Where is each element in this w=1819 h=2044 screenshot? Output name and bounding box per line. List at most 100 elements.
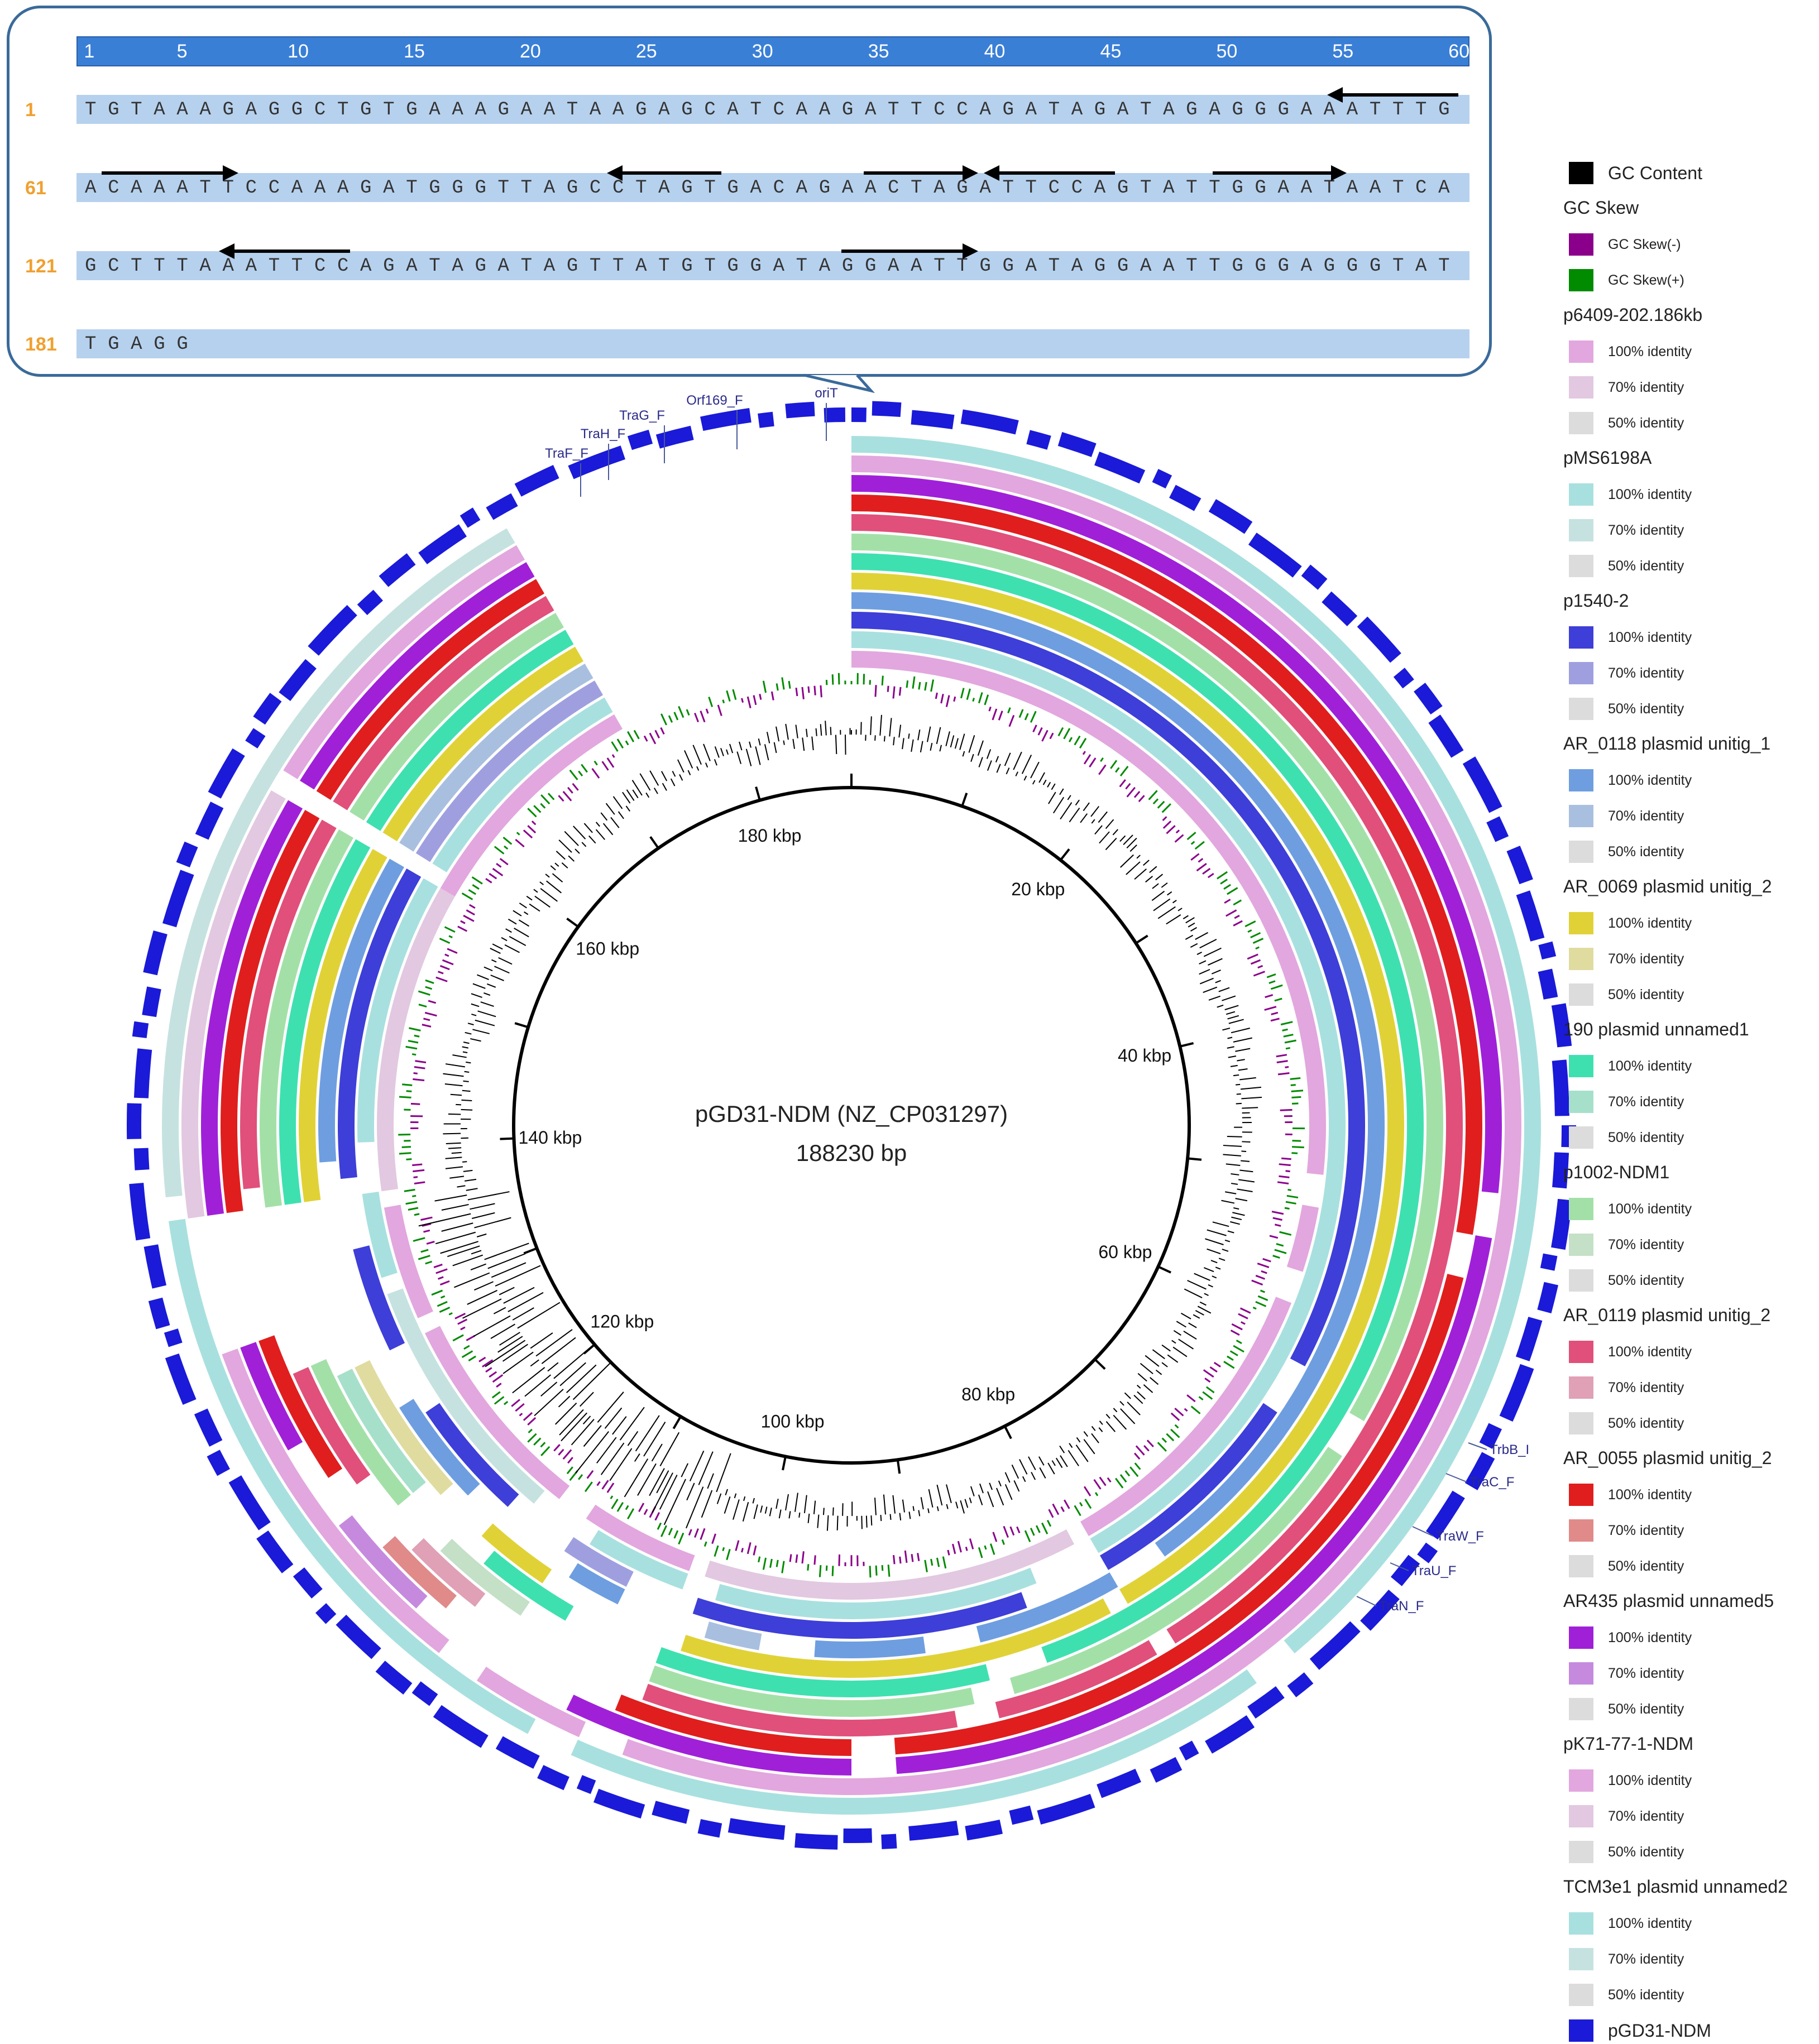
gc-skew-mark (495, 1397, 504, 1404)
gc-content-mark (1146, 876, 1153, 882)
gc-skew-mark (612, 742, 618, 751)
gc-content-mark (583, 1416, 591, 1424)
gc-skew-mark (1187, 1395, 1195, 1402)
gc-skew-mark (1019, 709, 1023, 718)
gc-content-mark (997, 764, 1000, 773)
gc-content-mark (760, 1506, 762, 1513)
gc-skew-mark (493, 869, 503, 876)
gc-content-mark (672, 771, 675, 776)
gc-skew-mark (412, 1054, 416, 1055)
scale-label: 160 kbp (576, 939, 639, 959)
gc-skew-mark (440, 966, 449, 969)
feature-leader-line (1357, 1596, 1376, 1606)
gc-content-mark (802, 738, 804, 751)
gc-content-mark (635, 1453, 640, 1461)
gc-skew-mark (1171, 1429, 1179, 1438)
gc-skew-mark (1224, 885, 1231, 889)
reference-gene-block (132, 1021, 149, 1038)
gc-content-mark (827, 1515, 829, 1531)
gc-content-mark (514, 928, 529, 937)
gc-skew-mark (1120, 780, 1126, 787)
gc-content-mark (1208, 1285, 1213, 1287)
gc-skew-mark (658, 1523, 661, 1529)
gc-skew-mark (754, 695, 756, 705)
legend-label: 70% identity (1608, 380, 1684, 396)
reference-gene-block (165, 1354, 197, 1405)
gc-content-mark (899, 725, 901, 738)
legend-label: 100% identity (1608, 1773, 1692, 1789)
gc-skew-mark (425, 980, 434, 983)
gc-skew-mark (1281, 1022, 1293, 1025)
gc-content-mark (1043, 780, 1046, 785)
gc-skew-mark (687, 709, 689, 715)
gc-content-mark (535, 896, 550, 908)
gc-content-mark (626, 806, 630, 811)
gc-skew-mark (413, 1079, 424, 1080)
gc-content-mark (471, 1004, 479, 1007)
gc-content-mark (1080, 814, 1087, 823)
gc-skew-mark (558, 795, 563, 801)
gc-skew-mark (563, 791, 571, 801)
gc-content-mark (628, 1431, 638, 1446)
gc-skew-mark (1089, 758, 1095, 767)
gc-skew-mark (612, 755, 614, 757)
gc-skew-mark (567, 1467, 573, 1474)
gc-skew-mark (907, 680, 908, 688)
legend-label: pGD31-NDM (1608, 2021, 1711, 2041)
gc-skew-mark (689, 1529, 691, 1536)
gc-content-mark (1197, 952, 1202, 954)
gc-content-mark (979, 1495, 982, 1505)
gc-skew-mark (1258, 1296, 1267, 1300)
gc-content-mark (837, 1516, 838, 1530)
gc-content-mark (971, 1486, 974, 1496)
gc-content-mark (562, 863, 567, 868)
legend-group-title: AR_0118 plasmid unitig_1 (1563, 733, 1770, 754)
gc-content-mark (606, 803, 615, 814)
gc-content-mark (930, 743, 932, 751)
gc-content-mark (937, 1485, 942, 1505)
gc-content-mark (575, 849, 580, 853)
gc-content-mark (1241, 1087, 1261, 1089)
gc-content-mark (1173, 900, 1177, 903)
gc-content-mark (725, 1496, 730, 1513)
gc-skew-mark (413, 1238, 425, 1241)
gc-content-mark (534, 889, 538, 892)
gc-skew-mark (1050, 733, 1053, 738)
gc-skew-mark (1276, 1244, 1284, 1246)
gc-skew-mark (541, 1442, 545, 1447)
gc-skew-mark (411, 1103, 420, 1104)
legend-swatch (1569, 1841, 1593, 1863)
gc-content-mark (443, 1074, 463, 1077)
gc-content-mark (1174, 1331, 1181, 1335)
gc-skew-mark (421, 1250, 428, 1252)
gc-content-mark (1241, 1097, 1262, 1098)
gc-skew-mark (578, 1475, 582, 1480)
gc-content-mark (1060, 803, 1071, 819)
gc-content-mark (576, 1432, 609, 1474)
gc-content-mark (555, 863, 559, 866)
gc-content-mark (951, 736, 954, 747)
gc-skew-mark (655, 730, 659, 738)
scale-label: 180 kbp (738, 826, 802, 846)
gc-content-mark (1167, 1355, 1177, 1362)
gc-content-mark (494, 1307, 505, 1313)
gc-skew-mark (1275, 1250, 1286, 1253)
scale-label: 120 kbp (590, 1312, 654, 1332)
gc-skew-mark (674, 1530, 678, 1538)
gc-skew-mark (1033, 725, 1037, 732)
gc-content-mark (1166, 915, 1181, 924)
reference-gene-block (1516, 890, 1545, 942)
gc-content-mark (979, 757, 982, 767)
legend-swatch (1569, 1519, 1593, 1542)
legend-label: 50% identity (1608, 1416, 1684, 1432)
gc-content-mark (739, 742, 741, 750)
gc-content-mark (610, 1448, 631, 1481)
legend-swatch (1569, 1948, 1593, 1970)
gc-content-mark (435, 1195, 467, 1201)
gc-content-mark (767, 732, 769, 743)
legend-label: 70% identity (1608, 1808, 1684, 1825)
gc-content-mark (612, 1417, 626, 1434)
gc-content-mark (1138, 1374, 1147, 1381)
gc-content-mark (627, 790, 634, 801)
